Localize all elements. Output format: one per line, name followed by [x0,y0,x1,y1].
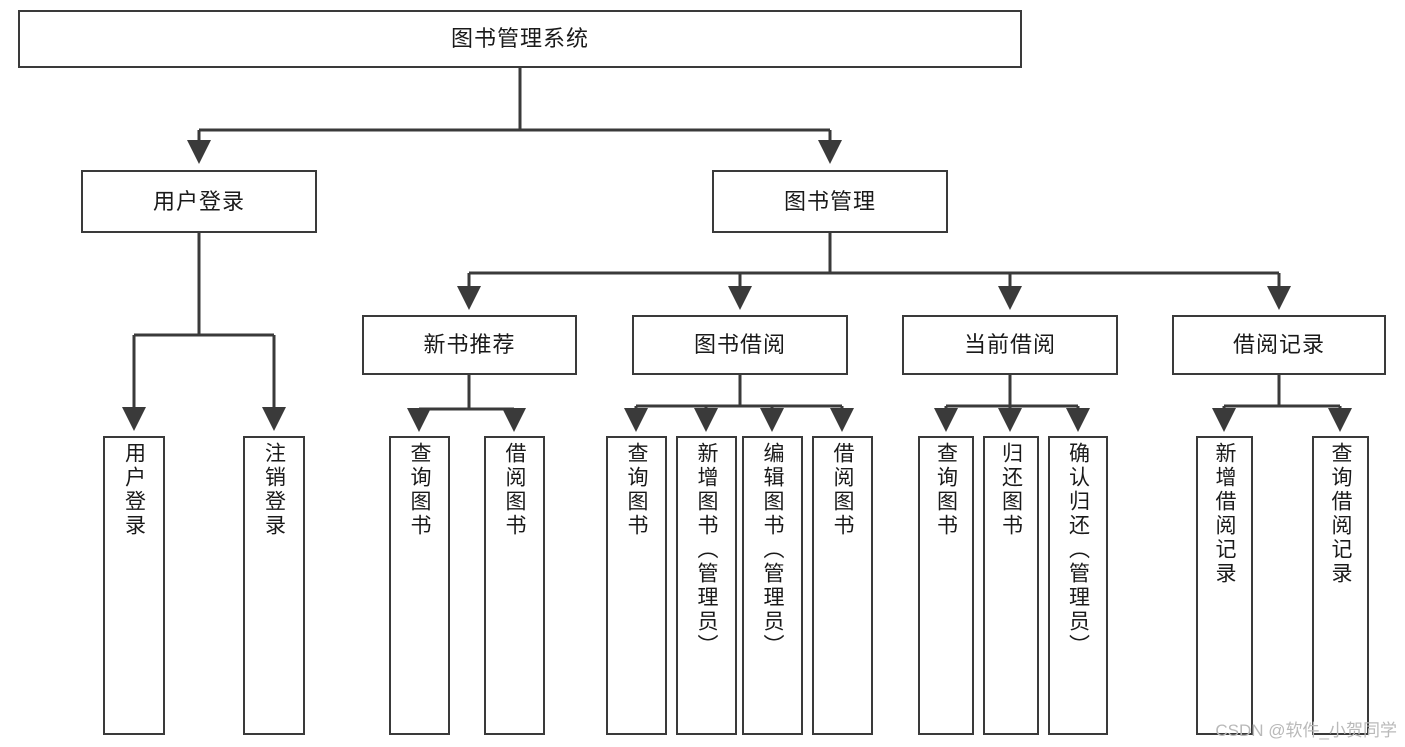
node-level3-0[interactable]: 新书推荐 [362,315,577,375]
leaf-node-4-label: 查询图书 [625,442,649,538]
leaf-node-2-label: 查询图书 [408,442,432,538]
leaf-node-5[interactable]: 新增图书（管理员） [676,436,737,735]
leaf-node-2[interactable]: 查询图书 [389,436,450,735]
leaf-node-8-label: 查询图书 [934,442,958,538]
leaf-node-1[interactable]: 注销登录 [243,436,305,735]
node-root[interactable]: 图书管理系统 [18,10,1022,68]
leaf-node-1-label: 注销登录 [262,442,286,538]
node-level3-0-label: 新书推荐 [423,332,516,358]
leaf-node-6-label: 编辑图书（管理员） [761,442,785,658]
leaf-node-9-label: 归还图书 [999,442,1023,538]
leaf-node-9[interactable]: 归还图书 [983,436,1039,735]
leaf-node-7-label: 借阅图书 [831,442,855,538]
node-level2-0-label: 用户登录 [152,188,245,214]
node-level3-3[interactable]: 借阅记录 [1172,315,1386,375]
node-level2-1-label: 图书管理 [783,188,876,214]
leaf-node-7[interactable]: 借阅图书 [812,436,873,735]
leaf-node-0[interactable]: 用户登录 [103,436,165,735]
leaf-node-8[interactable]: 查询图书 [918,436,974,735]
leaf-node-6[interactable]: 编辑图书（管理员） [742,436,803,735]
leaf-node-3[interactable]: 借阅图书 [484,436,545,735]
node-level2-0[interactable]: 用户登录 [81,170,317,233]
leaf-node-11[interactable]: 新增借阅记录 [1196,436,1253,735]
node-level3-2-label: 当前借阅 [963,332,1056,358]
leaf-node-3-label: 借阅图书 [503,442,527,538]
leaf-node-12-label: 查询借阅记录 [1329,442,1353,586]
leaf-node-10[interactable]: 确认归还（管理员） [1048,436,1108,735]
leaf-node-4[interactable]: 查询图书 [606,436,667,735]
node-level3-1-label: 图书借阅 [693,332,786,358]
node-level3-2[interactable]: 当前借阅 [902,315,1118,375]
node-level3-3-label: 借阅记录 [1232,332,1325,358]
leaf-node-0-label: 用户登录 [122,442,146,538]
node-root-label: 图书管理系统 [450,26,589,52]
leaf-node-10-label: 确认归还（管理员） [1066,442,1090,658]
node-level2-1[interactable]: 图书管理 [712,170,948,233]
leaf-node-11-label: 新增借阅记录 [1213,442,1237,586]
leaf-node-12[interactable]: 查询借阅记录 [1312,436,1369,735]
leaf-node-5-label: 新增图书（管理员） [695,442,719,658]
node-level3-1[interactable]: 图书借阅 [632,315,848,375]
